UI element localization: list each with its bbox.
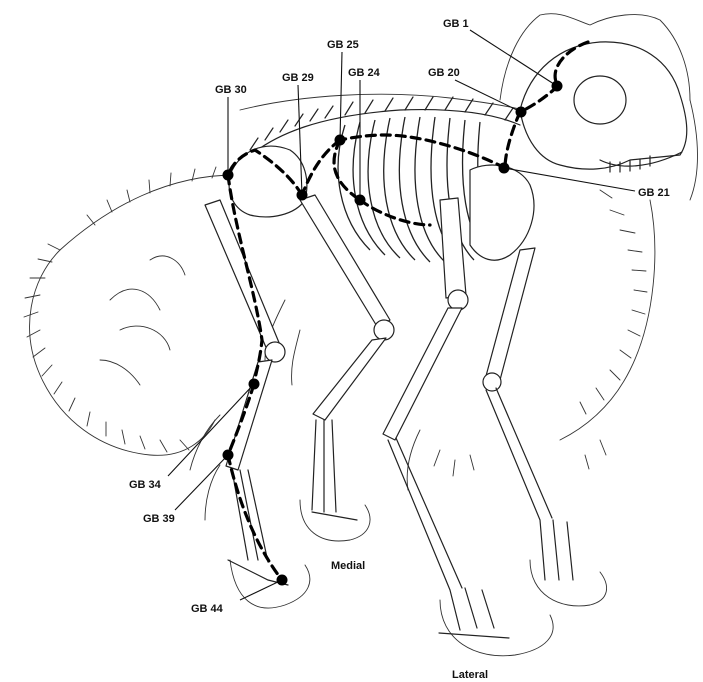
acupoint-label: GB 44 <box>191 603 224 615</box>
fore-humerus-far <box>486 248 535 380</box>
acupoint-label: GB 21 <box>638 187 670 199</box>
acupoint-label: GB 25 <box>327 39 359 51</box>
acupoint-marker <box>552 81 563 92</box>
acupoint-label: GB 30 <box>215 84 247 96</box>
skeleton <box>205 42 687 638</box>
scapula <box>470 165 534 260</box>
acupoint-label: GB 24 <box>348 67 381 79</box>
acupoint-marker <box>355 195 366 206</box>
acupoint-label: GB 1 <box>443 18 469 30</box>
hind-femur <box>205 200 280 352</box>
fore-humerus <box>440 198 466 298</box>
lateral-view-label: Lateral <box>452 669 488 681</box>
acupoint-marker <box>516 107 527 118</box>
acupoint-label: GB 39 <box>143 513 175 525</box>
acupoint-label: GB 20 <box>428 67 460 79</box>
acupoint-marker <box>223 170 234 181</box>
medial-view-label: Medial <box>331 560 365 572</box>
fore-radius <box>383 308 462 440</box>
acupoint-label: GB 29 <box>282 72 314 84</box>
hind-femur-far <box>300 195 390 328</box>
acupoint-marker <box>297 190 308 201</box>
acupoint-marker <box>277 575 288 586</box>
acupoint-marker <box>499 163 510 174</box>
acupoint-marker <box>249 379 260 390</box>
acupoint-label: GB 34 <box>129 479 162 491</box>
acupoint-gb44[interactable]: GB 44 <box>191 575 288 616</box>
hind-tibia-far <box>313 338 386 420</box>
acupoint-marker <box>223 450 234 461</box>
acupoint-marker <box>335 135 346 146</box>
